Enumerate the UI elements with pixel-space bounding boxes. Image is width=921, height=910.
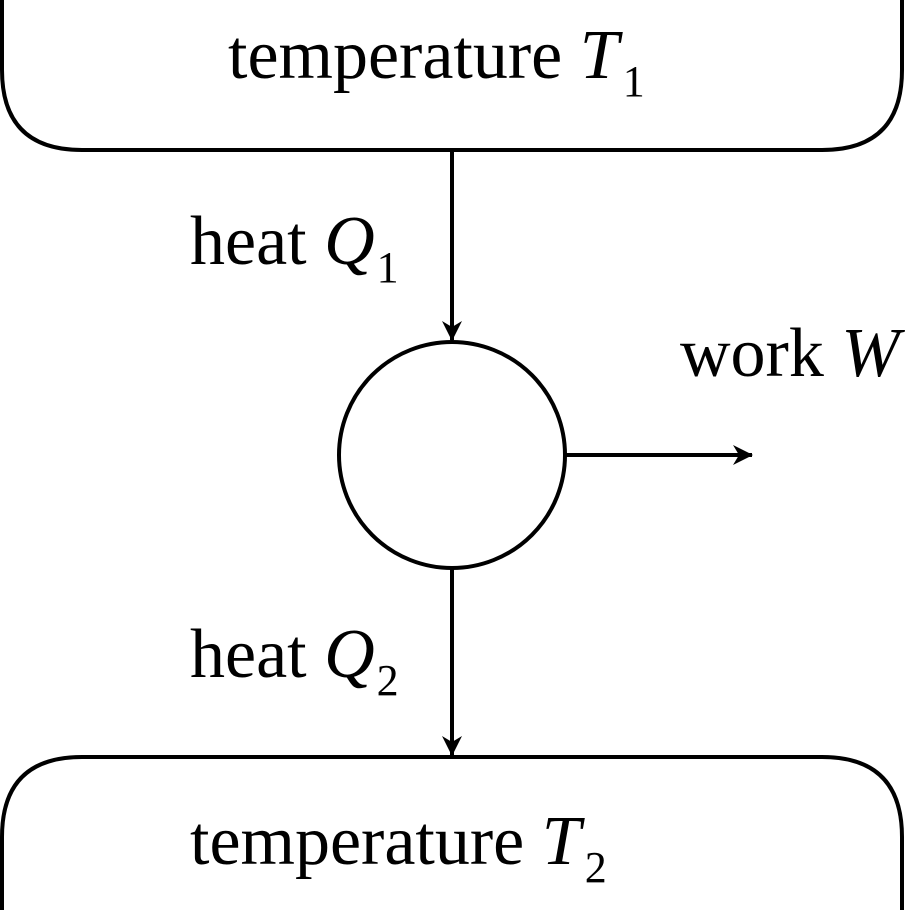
cold-reservoir-label: temperature T2 bbox=[190, 803, 607, 892]
engine-circle bbox=[337, 340, 567, 570]
hot-reservoir-label: temperature T1 bbox=[228, 17, 645, 106]
heat-in-label: heat Q1 bbox=[190, 203, 399, 292]
work-label: work W bbox=[680, 315, 905, 392]
cold-reservoir-box bbox=[0, 755, 904, 910]
heat-out-label: heat Q2 bbox=[190, 616, 399, 705]
